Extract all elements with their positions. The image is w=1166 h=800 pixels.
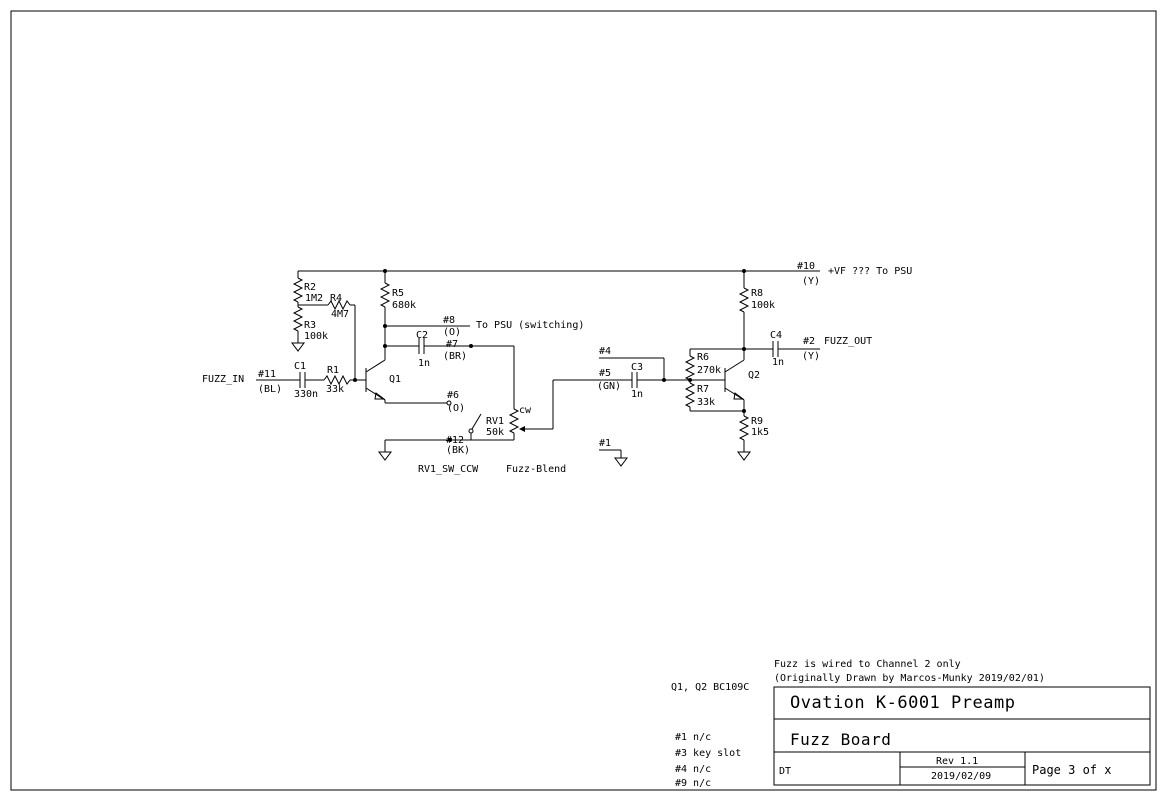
pin-6-terminal (446, 400, 452, 406)
fuzz-in-label: FUZZ_IN (202, 374, 244, 385)
r9-resistor (738, 415, 750, 441)
r5-resistor (379, 282, 391, 308)
ground-icon (291, 342, 305, 352)
pin-2-label: #2 (803, 336, 815, 347)
pin-2-color: (Y) (802, 351, 820, 362)
q2-transistor (724, 359, 745, 401)
pin-note-1: #1 n/c (675, 732, 711, 743)
pin-8-color: (O) (443, 327, 461, 338)
c4-ref: C4 (770, 330, 782, 341)
c1-value: 330n (294, 389, 318, 400)
r5-value: 680k (392, 300, 416, 311)
vf-to-psu-label: +VF ??? To PSU (828, 266, 912, 277)
pin-12-color: (BK) (446, 445, 470, 456)
rv1-switch (471, 413, 482, 430)
r1-value: 33k (326, 384, 344, 395)
q1-ref: Q1 (389, 374, 401, 385)
title-block-subtitle: Fuzz Board (790, 730, 891, 749)
transistor-note: Q1, Q2 BC109C (671, 682, 749, 693)
ground-icon (614, 457, 628, 467)
r4-value: 4M7 (331, 309, 349, 320)
r3-value: 100k (304, 331, 328, 342)
q2-ref: Q2 (748, 370, 760, 381)
r5-ref: R5 (392, 288, 404, 299)
title-block-date: 2019/02/09 (931, 771, 991, 782)
c1-ref: C1 (294, 361, 306, 372)
r4-ref: R4 (330, 293, 342, 304)
pin-10-color: (Y) (802, 276, 820, 287)
r3-ref: R3 (304, 320, 316, 331)
c2-value: 1n (418, 358, 430, 369)
pin-1-label: #1 (599, 438, 611, 449)
r8-value: 100k (751, 300, 775, 311)
r4-resistor (327, 299, 351, 311)
rv1-ref: RV1 (486, 416, 504, 427)
drawing-border (10, 10, 1157, 791)
pin-note-4: #9 n/c (675, 778, 711, 789)
fuzz-channel-note: Fuzz is wired to Channel 2 only (774, 659, 961, 670)
r1-resistor (323, 374, 351, 386)
r9-value: 1k5 (751, 427, 769, 438)
r7-resistor (684, 382, 696, 408)
pin-10-label: #10 (797, 261, 815, 272)
c4-value: 1n (772, 357, 784, 368)
pin-5-color: (GN) (597, 381, 621, 392)
r2-ref: R2 (304, 282, 316, 293)
r7-ref: R7 (697, 384, 709, 395)
pin-note-2: #3 key slot (675, 748, 741, 759)
ground-icon (737, 451, 751, 461)
pin-12-label: #12 (446, 435, 464, 446)
pin-5-label: #5 (599, 368, 611, 379)
r7-value: 33k (697, 397, 715, 408)
r6-ref: R6 (697, 352, 709, 363)
pin-4-label: #4 (599, 346, 611, 357)
r6-value: 270k (697, 365, 721, 376)
r8-resistor (738, 287, 750, 313)
pin-note-3: #4 n/c (675, 764, 711, 775)
r6-resistor (684, 355, 696, 381)
rv1-cw-label: cw (519, 405, 532, 416)
to-psu-switching-label: To PSU (switching) (476, 320, 584, 331)
q1-transistor (365, 359, 386, 401)
c2-ref: C2 (416, 330, 428, 341)
rv1-function-label: Fuzz-Blend (506, 464, 566, 475)
title-block-author: DT (779, 766, 791, 777)
title-block: Ovation K-6001 Preamp Fuzz Board DT Rev … (773, 686, 1151, 786)
ground-icon (378, 451, 392, 461)
r2-resistor (292, 277, 304, 303)
c3-ref: C3 (631, 362, 643, 373)
c3-value: 1n (631, 389, 643, 400)
pin-11-label: #11 (258, 369, 276, 380)
title-block-rev: Rev 1.1 (936, 756, 978, 767)
title-block-page: Page 3 of x (1032, 763, 1111, 777)
fuzz-out-label: FUZZ_OUT (824, 336, 872, 347)
pin-11-color: (BL) (258, 384, 282, 395)
pin-6-color: (O) (447, 403, 465, 414)
r9-ref: R9 (751, 416, 763, 427)
r2-value: 1M2 (305, 293, 323, 304)
title-block-title: Ovation K-6001 Preamp (790, 693, 1015, 713)
rv1-switch-label: RV1_SW_CCW (418, 464, 479, 475)
pin-7-color: (BR) (443, 351, 467, 362)
rv1-switch-terminal (468, 428, 474, 434)
pin-7-label: #7 (446, 339, 458, 350)
rv1-potentiometer (508, 408, 520, 434)
rv1-value: 50k (486, 427, 504, 438)
drawn-by-note: (Originally Drawn by Marcos-Munky 2019/0… (774, 673, 1045, 684)
pin-8-label: #8 (443, 315, 455, 326)
r1-ref: R1 (327, 365, 339, 376)
pin-6-label: #6 (447, 390, 459, 401)
r3-resistor (292, 306, 304, 332)
r8-ref: R8 (751, 288, 763, 299)
